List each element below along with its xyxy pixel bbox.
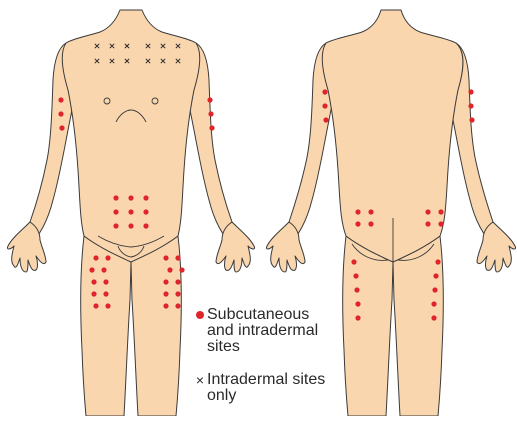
back-body-figure <box>266 10 515 416</box>
subcutaneous-site-dot <box>438 221 443 226</box>
subcutaneous-site-dot <box>207 97 212 102</box>
subcutaneous-site-dot <box>355 209 360 214</box>
subcutaneous-site-dot <box>468 103 473 108</box>
subcutaneous-site-dot <box>368 221 373 226</box>
subcutaneous-site-dot <box>103 291 108 296</box>
subcutaneous-site-dot <box>163 255 168 260</box>
subcutaneous-site-dot <box>128 209 133 214</box>
subcutaneous-site-dot <box>93 255 98 260</box>
subcutaneous-site-dot <box>93 303 98 308</box>
subcutaneous-site-dot <box>435 259 440 264</box>
subcutaneous-site-dot <box>128 223 133 228</box>
subcutaneous-site-dot <box>355 315 360 320</box>
legend-dot-swatch <box>196 311 204 319</box>
subcutaneous-site-dot <box>113 195 118 200</box>
subcutaneous-site-dot <box>89 267 94 272</box>
subcutaneous-site-dot <box>91 279 96 284</box>
subcutaneous-site-dot <box>163 303 168 308</box>
legend-intradermal: × Intradermal sites only <box>193 372 325 404</box>
subcutaneous-site-dot <box>167 267 172 272</box>
subcutaneous-site-dot <box>175 255 180 260</box>
subcutaneous-site-dot <box>163 279 168 284</box>
subcutaneous-site-dot <box>143 223 148 228</box>
cross-icon: × <box>193 372 207 388</box>
subcutaneous-site-dot <box>438 209 443 214</box>
subcutaneous-site-dot <box>175 303 180 308</box>
subcutaneous-site-dot <box>58 111 63 116</box>
subcutaneous-site-dot <box>354 287 359 292</box>
subcutaneous-site-dot <box>469 117 474 122</box>
subcutaneous-site-dot <box>128 195 133 200</box>
subcutaneous-site-dot <box>425 221 430 226</box>
subcutaneous-site-dot <box>209 125 214 130</box>
legend-subcutaneous-label: Subcutaneous and intradermal sites <box>207 307 318 355</box>
subcutaneous-site-dot <box>101 267 106 272</box>
subcutaneous-site-dot <box>105 303 110 308</box>
subcutaneous-site-dot <box>425 209 430 214</box>
legend-subcutaneous: Subcutaneous and intradermal sites <box>193 307 318 355</box>
subcutaneous-site-dot <box>351 259 356 264</box>
subcutaneous-site-dot <box>322 89 327 94</box>
subcutaneous-site-dot <box>113 223 118 228</box>
subcutaneous-site-dot <box>175 291 180 296</box>
subcutaneous-site-dot <box>323 117 328 122</box>
subcutaneous-site-dot <box>113 209 118 214</box>
legend-cross-symbol: × <box>196 372 204 388</box>
subcutaneous-site-dot <box>368 209 373 214</box>
subcutaneous-site-dot <box>432 287 437 292</box>
subcutaneous-site-dot <box>431 315 436 320</box>
subcutaneous-site-dot <box>208 111 213 116</box>
subcutaneous-site-dot <box>163 291 168 296</box>
subcutaneous-site-dot <box>103 279 108 284</box>
red-dot-icon <box>193 307 207 319</box>
subcutaneous-site-dot <box>91 291 96 296</box>
subcutaneous-site-dot <box>433 273 438 278</box>
subcutaneous-site-dot <box>59 125 64 130</box>
subcutaneous-site-dot <box>175 279 180 284</box>
subcutaneous-site-dot <box>355 221 360 226</box>
subcutaneous-site-dot <box>431 301 436 306</box>
subcutaneous-site-dot <box>355 301 360 306</box>
subcutaneous-site-dot <box>143 209 148 214</box>
legend-intradermal-label: Intradermal sites only <box>207 372 325 404</box>
subcutaneous-site-dot <box>322 103 327 108</box>
subcutaneous-site-dot <box>179 267 184 272</box>
subcutaneous-site-dot <box>58 97 63 102</box>
subcutaneous-site-dot <box>468 89 473 94</box>
subcutaneous-site-dot <box>143 195 148 200</box>
subcutaneous-site-dot <box>353 273 358 278</box>
subcutaneous-site-dot <box>105 255 110 260</box>
